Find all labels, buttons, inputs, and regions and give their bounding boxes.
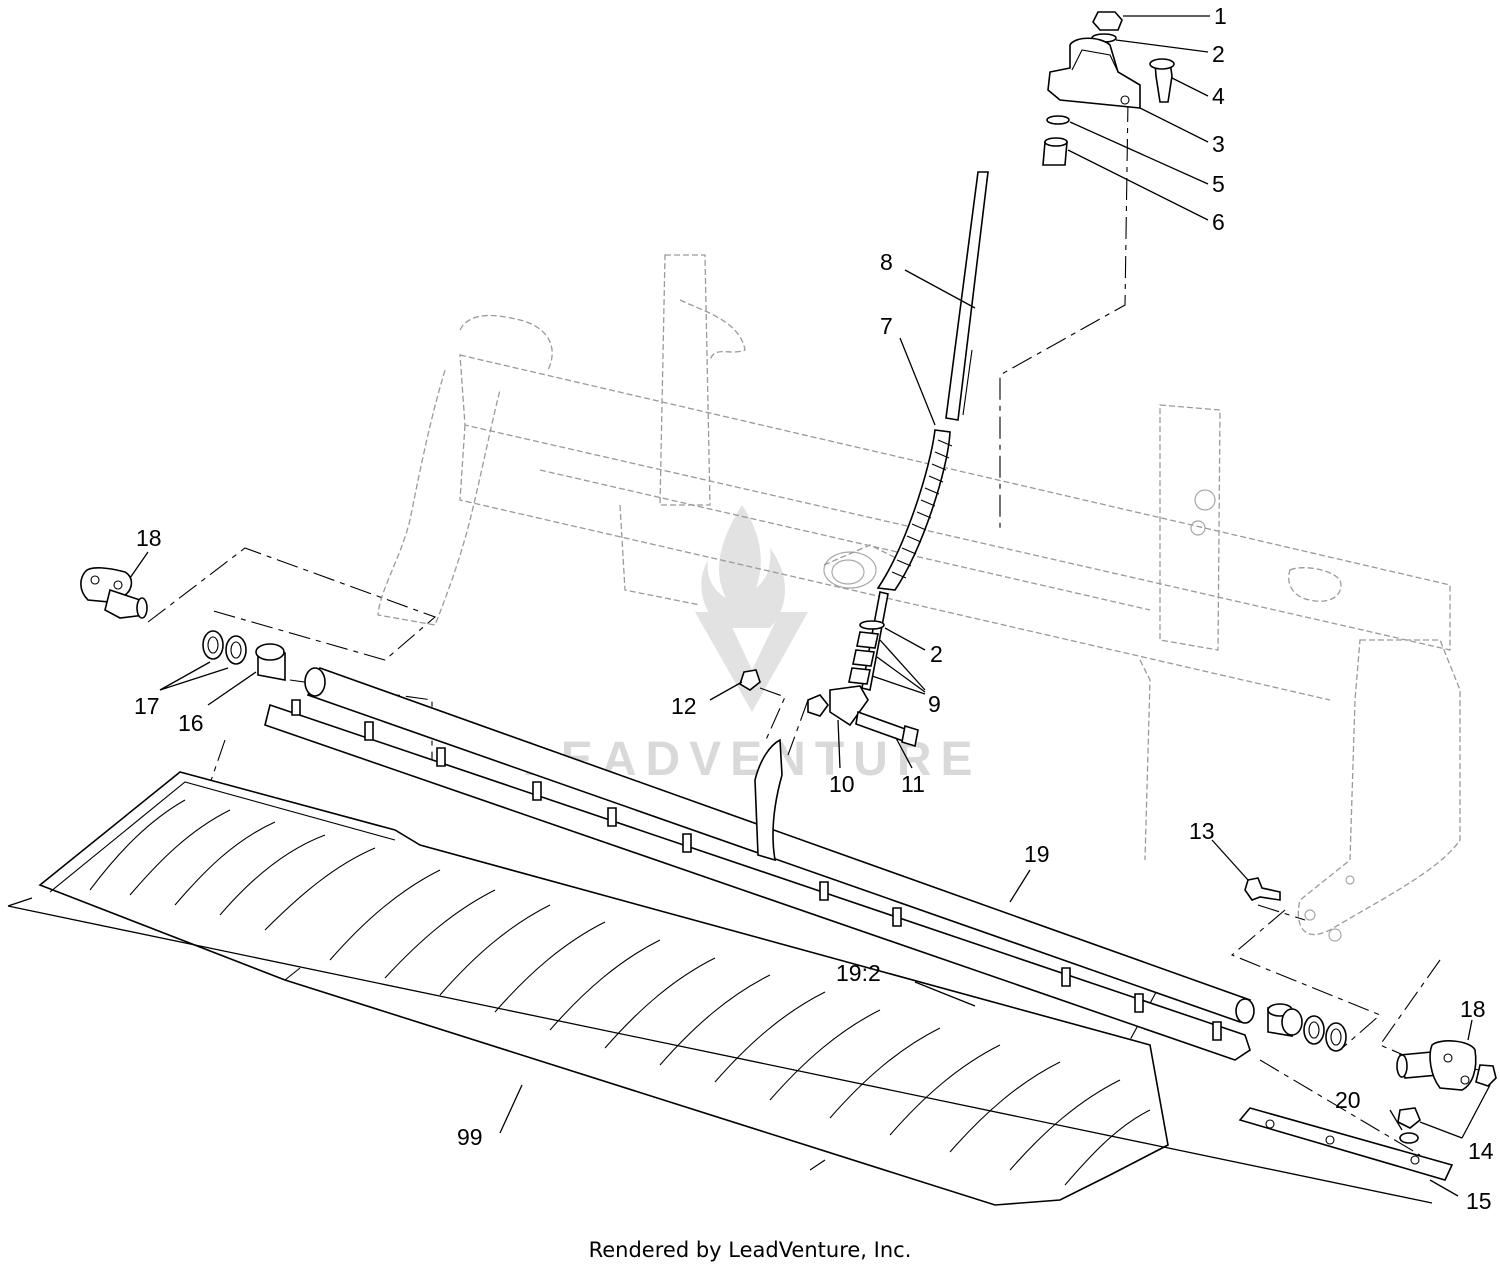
left-pivot-parts — [80, 567, 286, 681]
part-99-grate-assembly — [38, 771, 1169, 1206]
part-8-rod — [945, 171, 989, 421]
part-12-nut — [739, 669, 761, 691]
part-14-nut — [1475, 1064, 1497, 1087]
callout-8: 8 — [880, 249, 893, 275]
part-17-washer-a — [202, 630, 224, 660]
callout-18-right: 18 — [1460, 996, 1486, 1022]
callout-5: 5 — [1212, 171, 1225, 197]
callout-14: 14 — [1468, 1138, 1494, 1164]
callout-18-left: 18 — [136, 525, 162, 551]
shaft-assembly — [264, 666, 1255, 1061]
shaft-strip — [264, 703, 1251, 1061]
callout-16: 16 — [178, 710, 204, 736]
callout-20: 20 — [1335, 1087, 1361, 1113]
part-9-nut-b — [852, 649, 875, 667]
callout-19-2: 19:2 — [836, 960, 881, 986]
part-1-nut — [1092, 11, 1123, 31]
callout-19: 19 — [1024, 841, 1050, 867]
callout-99: 99 — [457, 1124, 483, 1150]
part-17-washer-d — [1325, 1022, 1347, 1052]
part-9-nut-a — [856, 631, 879, 649]
callout-11: 11 — [901, 771, 925, 797]
part-20-nut — [1397, 1107, 1421, 1129]
part-2-washer-bottom — [859, 620, 885, 630]
deck-frame-ghost — [377, 254, 1461, 942]
callout-4: 4 — [1212, 83, 1225, 109]
callout-labels: 1 2 4 3 5 6 8 7 18 2 9 17 16 12 10 11 13… — [134, 3, 1494, 1214]
part-17-washer-b — [225, 635, 247, 665]
callout-2-top: 2 — [1212, 41, 1225, 67]
leader-lines — [7, 15, 1491, 1204]
callout-2-bottom: 2 — [930, 641, 943, 667]
callout-9: 9 — [928, 691, 941, 717]
callout-6: 6 — [1212, 209, 1225, 235]
linkage-assembly — [739, 11, 1175, 748]
callout-15: 15 — [1466, 1188, 1492, 1214]
callout-1: 1 — [1214, 3, 1227, 29]
strip-pins — [291, 699, 1222, 1041]
callout-12: 12 — [671, 693, 697, 719]
part-9-nut-c — [848, 667, 871, 685]
callout-10: 10 — [829, 771, 855, 797]
part-3-bracket — [1047, 37, 1141, 109]
right-pivot-parts — [1238, 877, 1497, 1181]
callout-3: 3 — [1212, 131, 1225, 157]
part-15-plate — [1238, 1107, 1454, 1181]
part-5-washer — [1046, 115, 1070, 125]
flame-v-logo-icon — [695, 505, 808, 712]
callout-13: 13 — [1189, 818, 1215, 844]
part-17-washer-c — [1303, 1015, 1325, 1045]
grate-fingers — [89, 799, 1151, 1186]
render-credit: Rendered by LeadVenture, Inc. — [588, 1238, 912, 1262]
callout-7: 7 — [880, 313, 893, 339]
part-13-bolt — [1244, 877, 1281, 901]
callout-17: 17 — [134, 693, 160, 719]
shaft-arm — [754, 738, 783, 862]
